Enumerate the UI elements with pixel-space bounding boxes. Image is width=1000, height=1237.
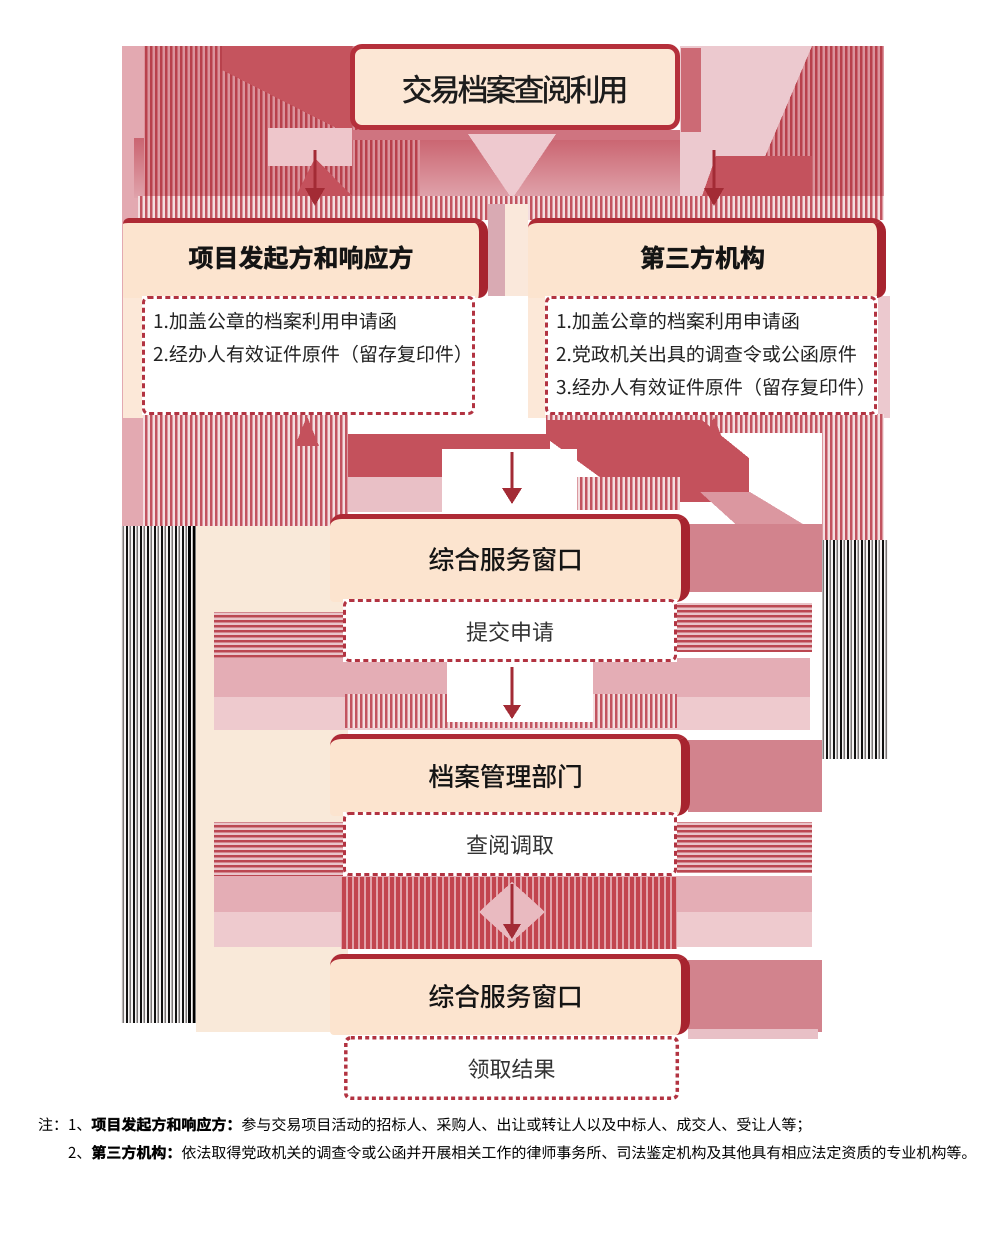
step-archive-department-label: 档案管理部门: [428, 757, 583, 794]
step-service-window-2-label: 综合服务窗口: [428, 976, 583, 1014]
artifact-top-region: [122, 46, 890, 526]
note-line-2: 2、第三方机构：依法取得党政机关的调查令或公函并开展相关工作的律师事务所、司法鉴…: [68, 1142, 977, 1163]
branch-initiator-header: 项目发起方和响应方: [123, 218, 488, 298]
arrow-down-converge-icon: [502, 452, 522, 504]
branch-third-party-requirements: 1.加盖公章的档案利用申请函 2.党政机关出具的调查令或公函原件 3.经办人有效…: [545, 296, 877, 415]
action-collect-result-label: 领取结果: [467, 1052, 556, 1084]
requirement-item: 2.经办人有效证件原件（留存复印件）: [153, 340, 473, 367]
note-line-1: 注：1、项目发起方和响应方：参与交易项目活动的招标人、采购人、出让或转让人以及中…: [38, 1114, 812, 1135]
branch-initiator-requirements: 1.加盖公章的档案利用申请函 2.经办人有效证件原件（留存复印件）: [142, 296, 475, 415]
arrow-down-left-icon: [305, 150, 325, 206]
flow-title: 交易档案查阅利用: [401, 64, 629, 110]
requirement-item: 1.加盖公章的档案利用申请函: [153, 307, 397, 334]
step-service-window-2: 综合服务窗口: [330, 954, 690, 1035]
branch-third-party-label: 第三方机构: [639, 239, 766, 276]
step-service-window-1-label: 综合服务窗口: [428, 540, 583, 577]
step-service-window-1: 综合服务窗口: [330, 514, 690, 602]
arrow-down-right-icon: [704, 150, 724, 206]
flow-title-box: 交易档案查阅利用: [350, 44, 680, 130]
action-consult-retrieve: 查阅调取: [343, 812, 677, 876]
notes: 注：1、项目发起方和响应方：参与交易项目活动的招标人、采购人、出让或转让人以及中…: [38, 1111, 998, 1167]
action-consult-retrieve-label: 查阅调取: [465, 828, 554, 860]
artifact-return-band: [341, 877, 677, 949]
arrow-down-step2-icon: [503, 667, 521, 719]
action-submit-application-label: 提交申请: [465, 614, 554, 647]
requirement-item: 1.加盖公章的档案利用申请函: [556, 307, 800, 334]
requirement-item: 2.党政机关出具的调查令或公函原件: [556, 340, 857, 367]
branch-initiator-label: 项目发起方和响应方: [188, 239, 414, 276]
branch-third-party-header: 第三方机构: [528, 218, 886, 298]
requirement-item: 3.经办人有效证件原件（留存复印件）: [556, 373, 876, 400]
step-archive-department: 档案管理部门: [330, 734, 690, 816]
action-submit-application: 提交申请: [343, 599, 677, 662]
action-collect-result: 领取结果: [344, 1036, 679, 1100]
arrow-down-return-icon: [503, 884, 521, 939]
